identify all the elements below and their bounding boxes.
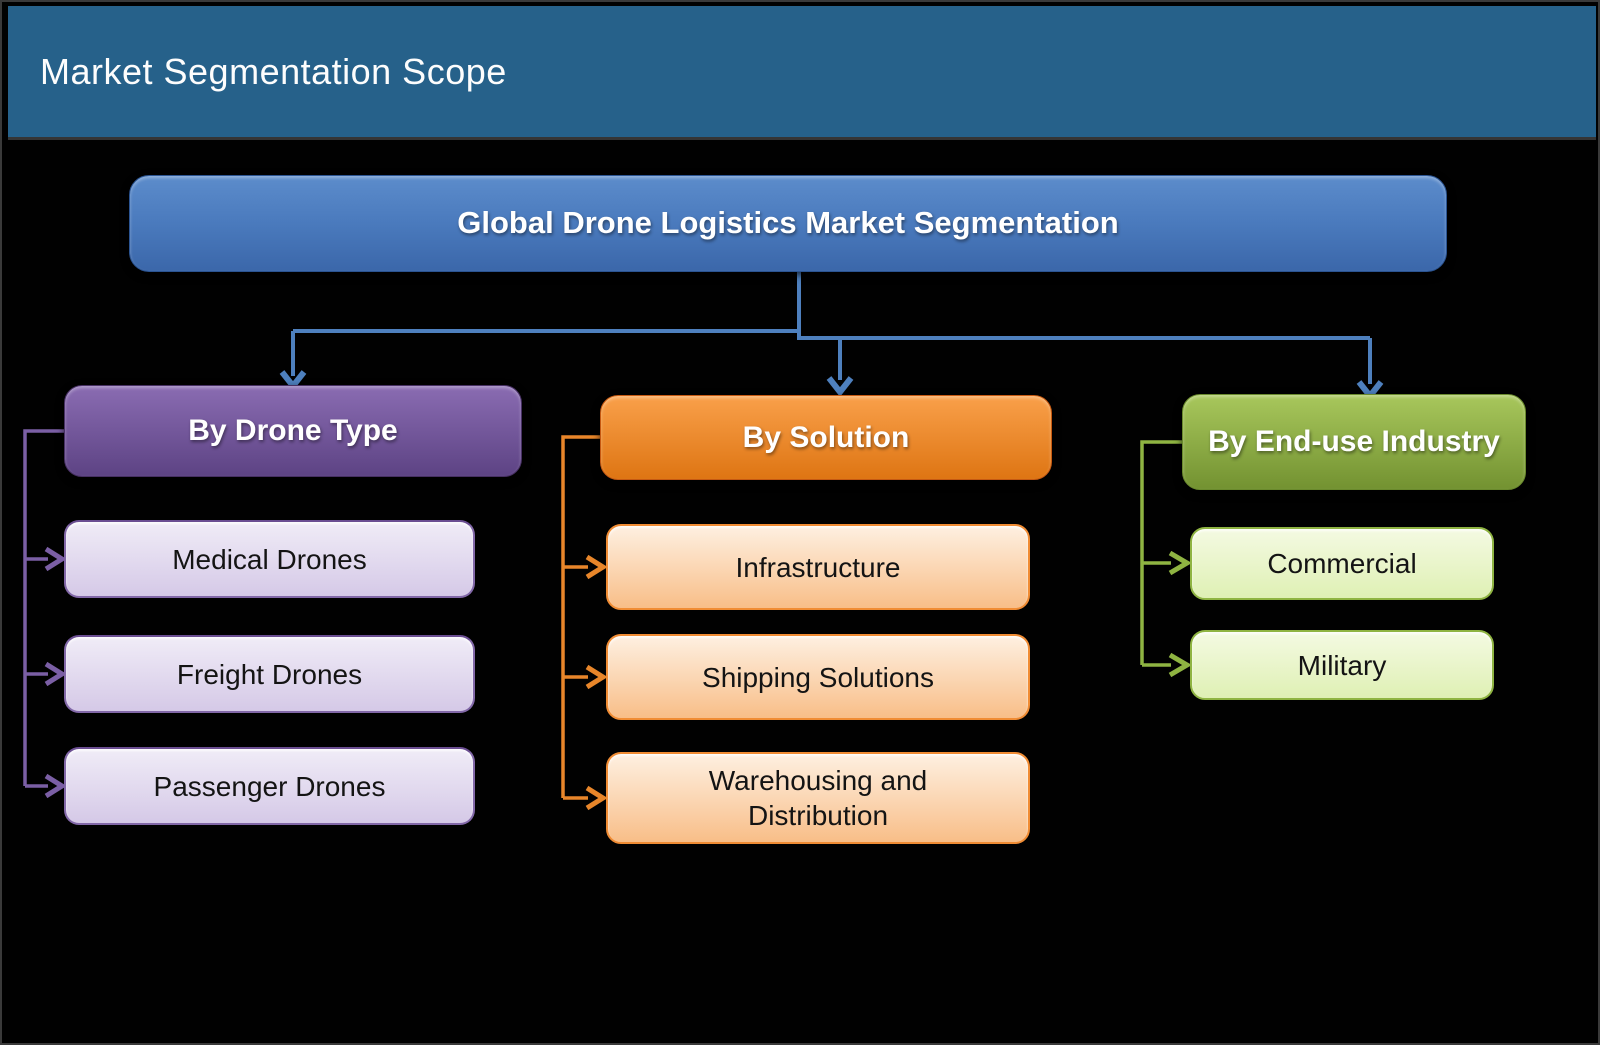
node-medical-drones: Medical Drones: [64, 520, 475, 598]
arrow-down-icon: [279, 370, 307, 391]
arrow-right-icon: [585, 785, 608, 811]
node-passenger-drones: Passenger Drones: [64, 747, 475, 825]
arrow-right-icon: [44, 661, 67, 687]
node-freight-drones: Freight Drones: [64, 635, 475, 713]
branch-header-end-use: By End-use Industry: [1182, 394, 1526, 490]
branch-connector-solution: [561, 435, 608, 811]
page-title: Market Segmentation Scope: [40, 50, 507, 92]
arrow-right-icon: [1168, 550, 1192, 576]
arrow-right-icon: [1168, 652, 1192, 678]
branch-connector-end-use: [1140, 440, 1192, 678]
title-bar: Market Segmentation Scope: [8, 6, 1596, 140]
spine-line: [561, 435, 600, 798]
branch-connector-drone-type: [23, 429, 67, 799]
branch-header-drone-type: By Drone Type: [64, 385, 522, 477]
arrow-right-icon: [585, 554, 608, 580]
tree-connector-root: [279, 272, 1384, 401]
right-horizontal-line: [797, 331, 1370, 340]
node-commercial: Commercial: [1190, 527, 1494, 600]
spine-line: [23, 429, 64, 786]
arrow-right-icon: [44, 546, 67, 572]
arrow-right-icon: [44, 773, 67, 799]
node-infrastructure: Infrastructure: [606, 524, 1030, 610]
arrow-down-icon: [826, 376, 854, 397]
node-military: Military: [1190, 630, 1494, 700]
node-warehousing-distribution: Warehousing and Distribution: [606, 752, 1030, 844]
node-shipping-solutions: Shipping Solutions: [606, 634, 1030, 720]
arrow-right-icon: [585, 664, 608, 690]
root-node: Global Drone Logistics Market Segmentati…: [129, 175, 1447, 272]
spine-line: [1140, 440, 1182, 665]
branch-header-solution: By Solution: [600, 395, 1052, 480]
